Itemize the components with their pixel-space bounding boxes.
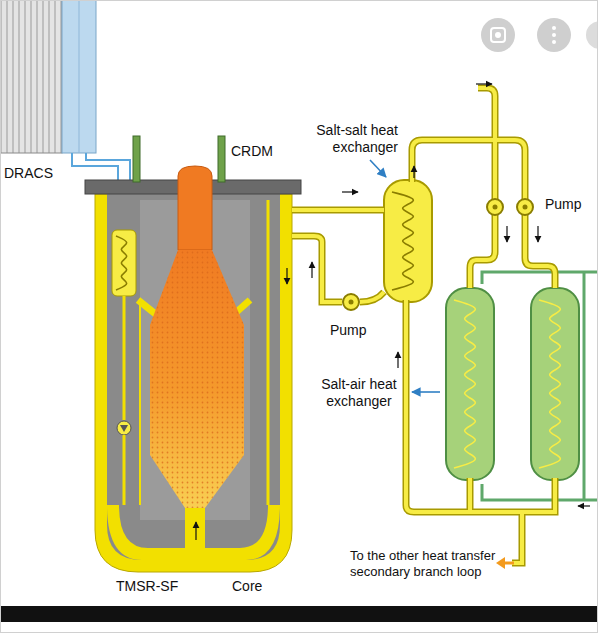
part-label: TMSR-SF <box>116 578 196 595</box>
drawing-part <box>218 136 225 182</box>
callout-label: Salt-air heat exchanger <box>318 376 400 410</box>
drawing-part <box>493 205 498 210</box>
drawing-part <box>95 194 292 572</box>
drawing-part <box>583 272 586 500</box>
drawing-part <box>413 166 414 178</box>
drawing-part <box>578 505 590 506</box>
drawing-part <box>384 180 432 302</box>
drawing-part <box>539 300 560 468</box>
drawing-part <box>195 522 196 540</box>
reactor-core <box>150 166 244 550</box>
drawing-part <box>523 205 528 210</box>
viewer-icons <box>481 18 598 52</box>
drawing-part <box>537 226 538 242</box>
drawing-part <box>311 262 312 278</box>
drawing-part <box>117 421 131 435</box>
flow-arrows <box>196 84 590 540</box>
drawing-part <box>123 296 126 420</box>
drawing-part <box>267 200 270 505</box>
drawing-part <box>537 18 571 52</box>
drawing-part <box>178 166 212 250</box>
drawing-part <box>482 272 598 284</box>
callout-arrow <box>412 391 440 393</box>
pipe-fill <box>292 88 555 563</box>
drawing-part <box>476 83 492 84</box>
drawing-part <box>343 294 359 310</box>
pipe-outline <box>292 88 555 563</box>
drawing-part <box>112 230 136 296</box>
drawing-part <box>491 28 505 42</box>
salt-salt-exchanger <box>384 180 432 302</box>
drawing-part <box>123 435 126 505</box>
drawing-part <box>531 288 579 480</box>
drawing-part <box>552 26 556 30</box>
drawing-part <box>0 0 62 153</box>
drawing-part <box>286 268 287 284</box>
callout-arrow <box>370 160 386 177</box>
air-ducts <box>482 272 598 500</box>
orange-arrowhead <box>496 557 505 569</box>
drawing-part <box>481 18 515 52</box>
drawing-part <box>487 199 503 215</box>
drawing-part <box>116 236 127 290</box>
drawing-part <box>150 250 244 508</box>
bottom-bar <box>0 606 598 622</box>
crdm-rods <box>133 136 225 182</box>
drawing-part <box>517 199 533 215</box>
drawing-part <box>506 226 507 242</box>
drawing-part <box>454 300 475 468</box>
drawing-part <box>552 40 556 44</box>
drawing-part <box>107 505 280 560</box>
dracs-exchanger <box>112 230 136 505</box>
drawing-part <box>139 300 141 505</box>
drawing-part <box>185 508 205 550</box>
drawing-part <box>552 33 556 37</box>
salt-air-exchangers <box>446 288 579 480</box>
drawing-part <box>150 250 244 508</box>
part-label: DRACS <box>4 165 74 182</box>
pump-marks <box>349 205 528 305</box>
drawing-part <box>446 288 494 480</box>
coil-windings <box>116 236 127 290</box>
part-label: Core <box>232 578 292 595</box>
part-label: Pump <box>330 322 380 339</box>
drawing-part <box>482 484 598 500</box>
orange-arrow <box>504 562 514 565</box>
dracs-cooler <box>0 0 96 153</box>
note-label: To the other heat transfer secondary bra… <box>350 548 500 579</box>
drawing-part <box>342 191 358 192</box>
drawing-part <box>397 352 398 368</box>
pumps <box>343 199 533 310</box>
drawing-part <box>349 300 354 305</box>
coil-windings <box>392 192 413 290</box>
drawing-part <box>120 425 128 432</box>
drawing-part <box>586 21 598 49</box>
drawing-part <box>79 0 80 153</box>
coil-windings <box>539 300 560 468</box>
part-label: Pump <box>545 196 593 213</box>
drawing-part <box>495 32 501 38</box>
drawing-part <box>392 192 413 290</box>
callout-label: Salt-salt heat exchanger <box>292 122 398 156</box>
coil-windings <box>454 300 475 468</box>
drawing-part <box>62 0 96 153</box>
drawing-part <box>133 136 140 182</box>
part-label: CRDM <box>231 143 291 160</box>
